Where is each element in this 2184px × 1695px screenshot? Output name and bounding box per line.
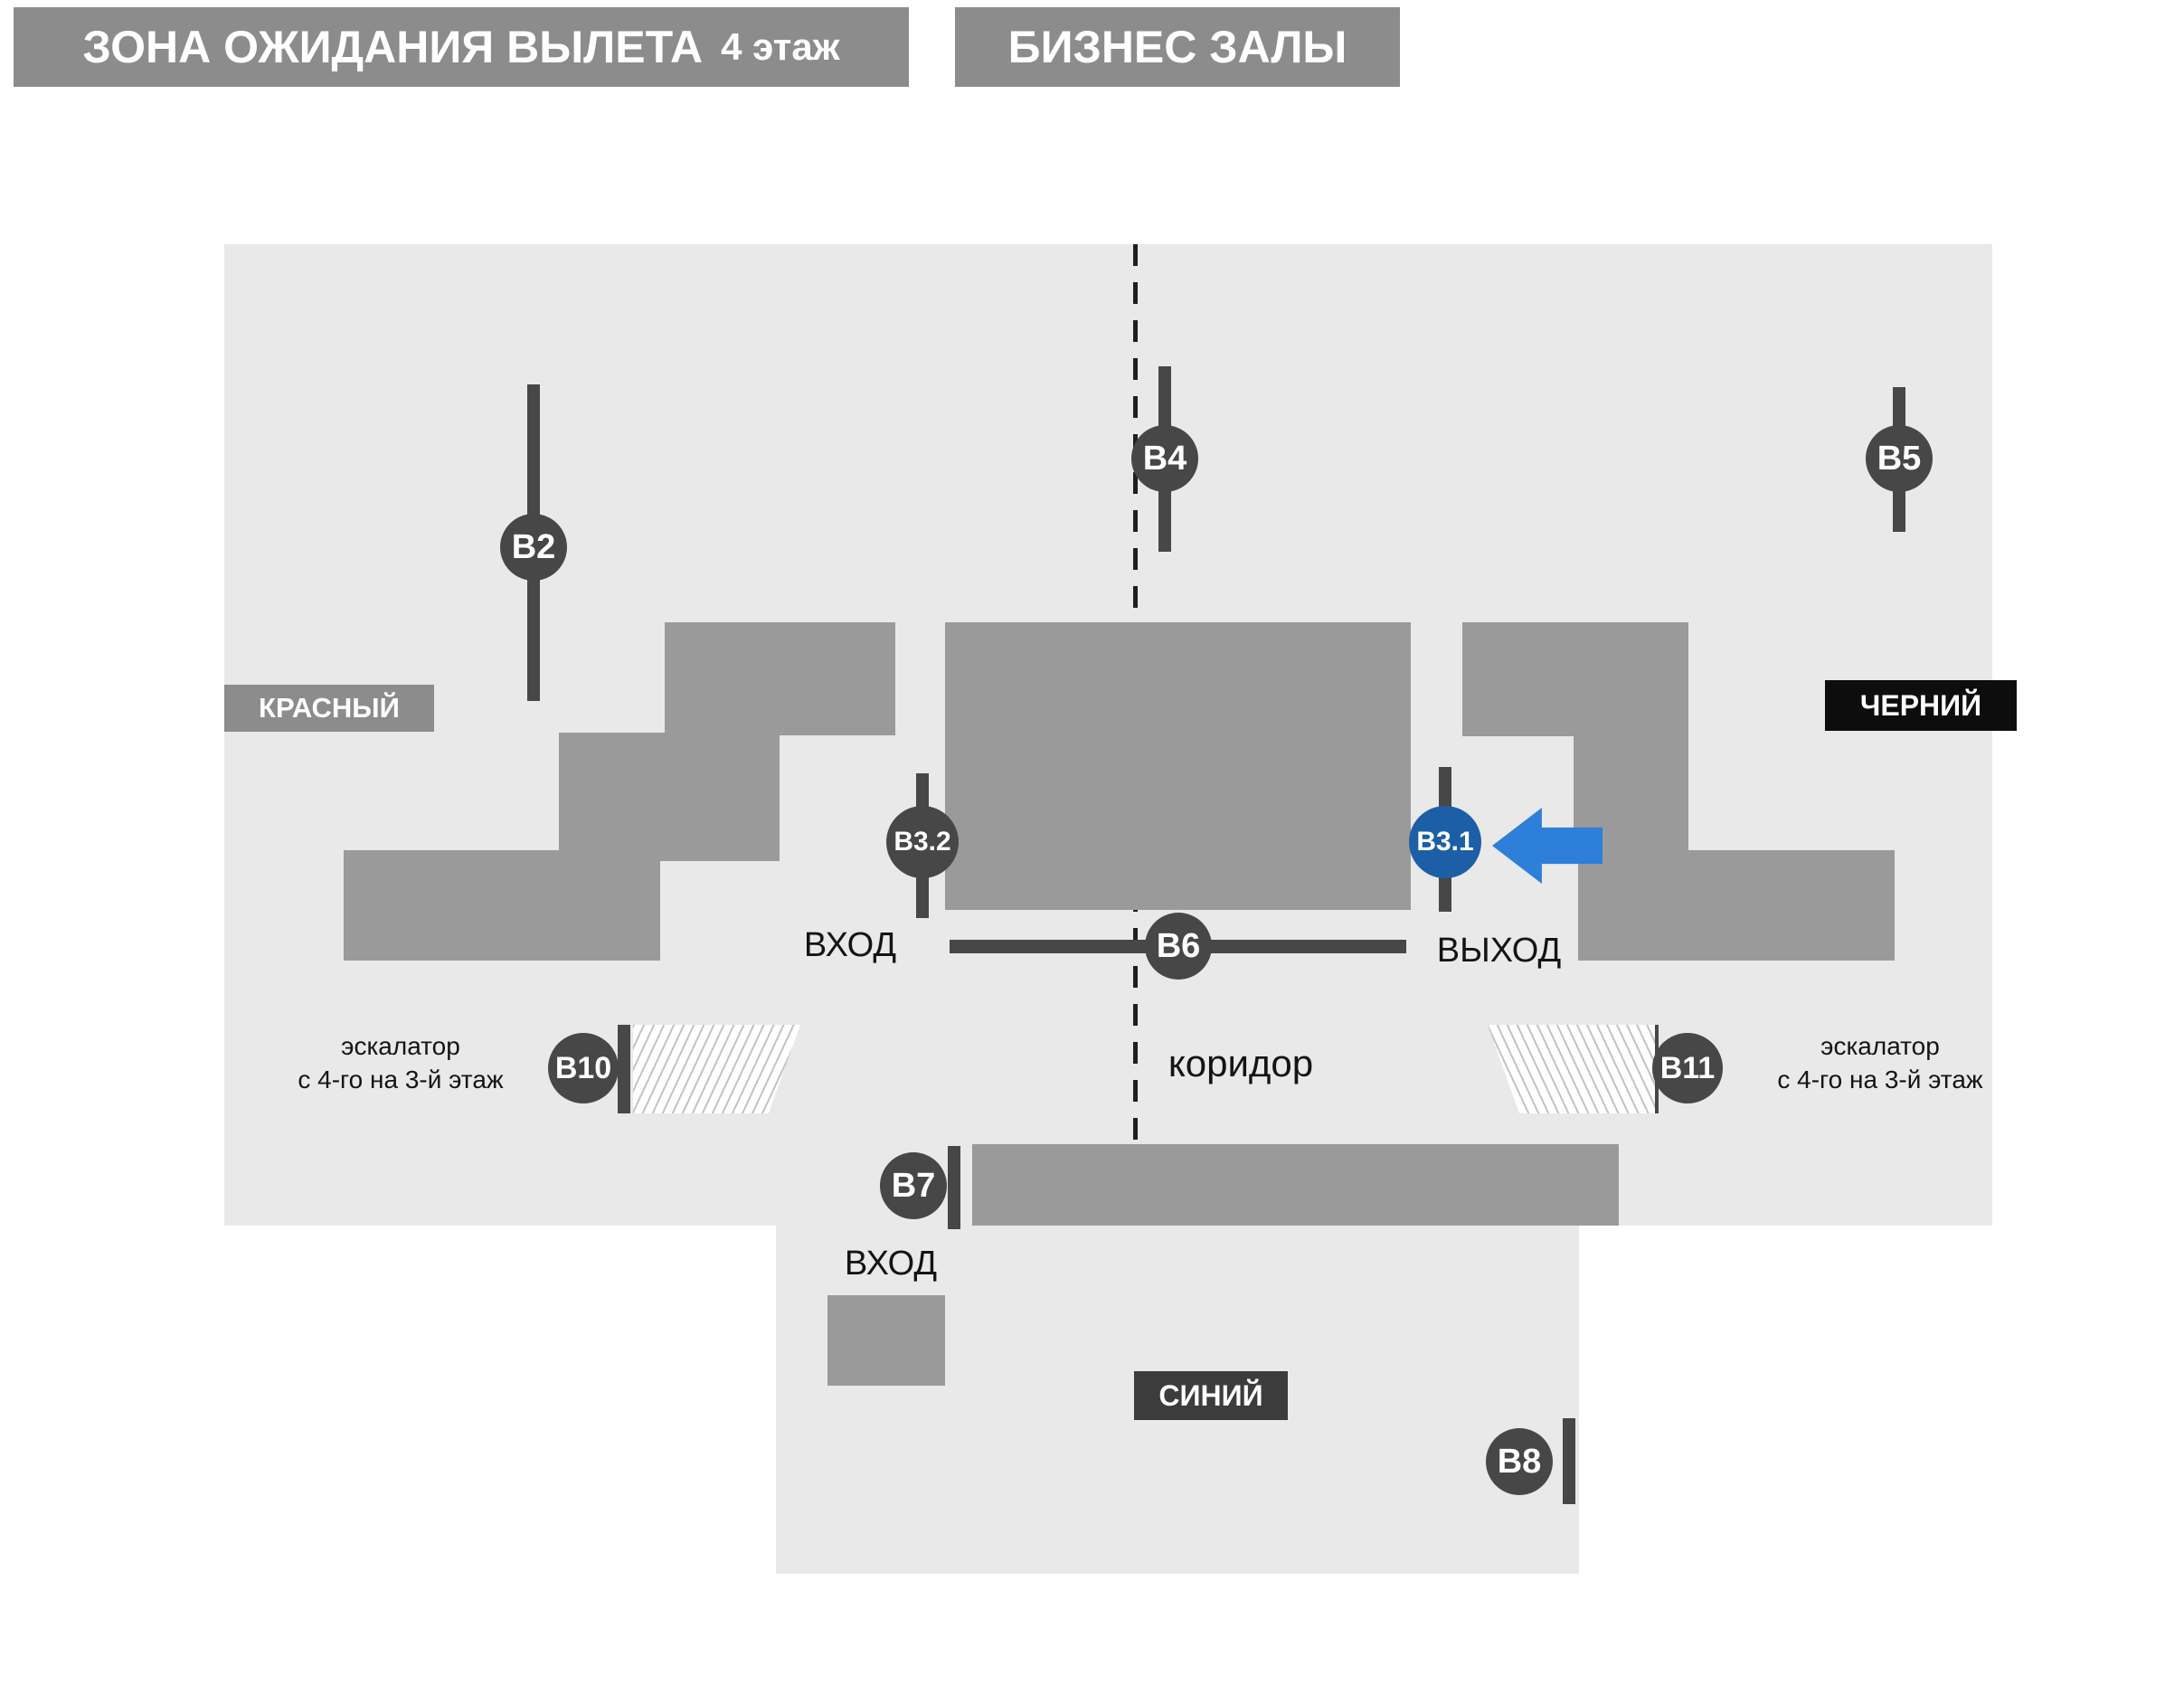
sector-badge-red: КРАСНЫЙ [224,685,434,732]
escalator-left-line2: с 4-го на 3-й этаж [298,1065,504,1094]
gate-disc-b10: B10 [548,1033,619,1103]
sector-badge-blue: СИНИЙ [1134,1371,1288,1420]
gate-label-b4: B4 [1142,439,1187,478]
gate-disc-b5: B5 [1866,425,1933,492]
gate-disc-b8: B8 [1486,1428,1553,1495]
corridor-label: коридор [1168,1042,1314,1084]
building-small-square [827,1295,945,1386]
zone-floor-label: 4 этаж [721,25,840,68]
gate-label-b2: B2 [511,527,556,566]
building-center [945,622,1411,910]
building-right-bottom [1578,850,1895,961]
building-left-bottom [344,850,660,961]
gate-label-b6: B6 [1156,926,1201,965]
escalator-shape-right [1488,1025,1655,1113]
escalator-left-line1: эскалатор [341,1032,460,1060]
gate-disc-b4: B4 [1131,425,1198,492]
gate-bar-b7 [948,1146,960,1229]
gate-label-b5: B5 [1877,439,1922,478]
gate-disc-b3-1-highlighted: B3.1 [1409,806,1481,878]
gate-disc-b2: B2 [500,514,567,581]
gate-label-b3-2: B3.2 [893,827,951,857]
gate-label-b8: B8 [1497,1442,1542,1481]
sector-black-label: ЧЕРНИЙ [1859,688,1982,722]
escalator-right-line2: с 4-го на 3-й этаж [1777,1065,1983,1094]
sector-blue-label: СИНИЙ [1158,1378,1263,1412]
sector-badge-black: ЧЕРНИЙ [1825,680,2017,731]
gate-disc-b3-2: B3.2 [886,806,959,878]
building-left-middle [559,733,780,861]
building-b7-bar [972,1144,1619,1226]
header-lounges-badge: БИЗНЕС ЗАЛЫ [955,7,1400,87]
gate-bar-b8 [1563,1418,1575,1504]
building-right-top [1462,622,1688,736]
gate-disc-b6: B6 [1145,913,1212,980]
escalator-right-line1: эскалатор [1820,1032,1940,1060]
gate-disc-b7: B7 [880,1152,947,1219]
escalator-shape-left [633,1025,800,1113]
escalator-right-label: эскалатор с 4-го на 3-й этаж [1760,1029,2000,1096]
lounges-title: БИЗНЕС ЗАЛЫ [1007,22,1347,72]
entrance-bottom-label: ВХОД [844,1245,938,1283]
zone-title: ЗОНА ОЖИДАНИЯ ВЫЛЕТА [82,22,704,72]
entrance-top-label: ВХОД [803,926,897,964]
exit-label: ВЫХОД [1436,932,1562,970]
gate-label-b7: B7 [891,1166,936,1205]
gate-label-b11: B11 [1659,1050,1716,1085]
header-zone-badge: ЗОНА ОЖИДАНИЯ ВЫЛЕТА 4 этаж [14,7,909,87]
gate-disc-b11: B11 [1652,1033,1723,1103]
gate-label-b3-1: B3.1 [1416,827,1474,857]
gate-bar-b10 [618,1025,630,1113]
escalator-left-label: эскалатор с 4-го на 3-й этаж [280,1029,521,1096]
sector-red-label: КРАСНЫЙ [259,692,400,724]
gate-label-b10: B10 [554,1050,612,1085]
building-left-top [665,622,895,735]
